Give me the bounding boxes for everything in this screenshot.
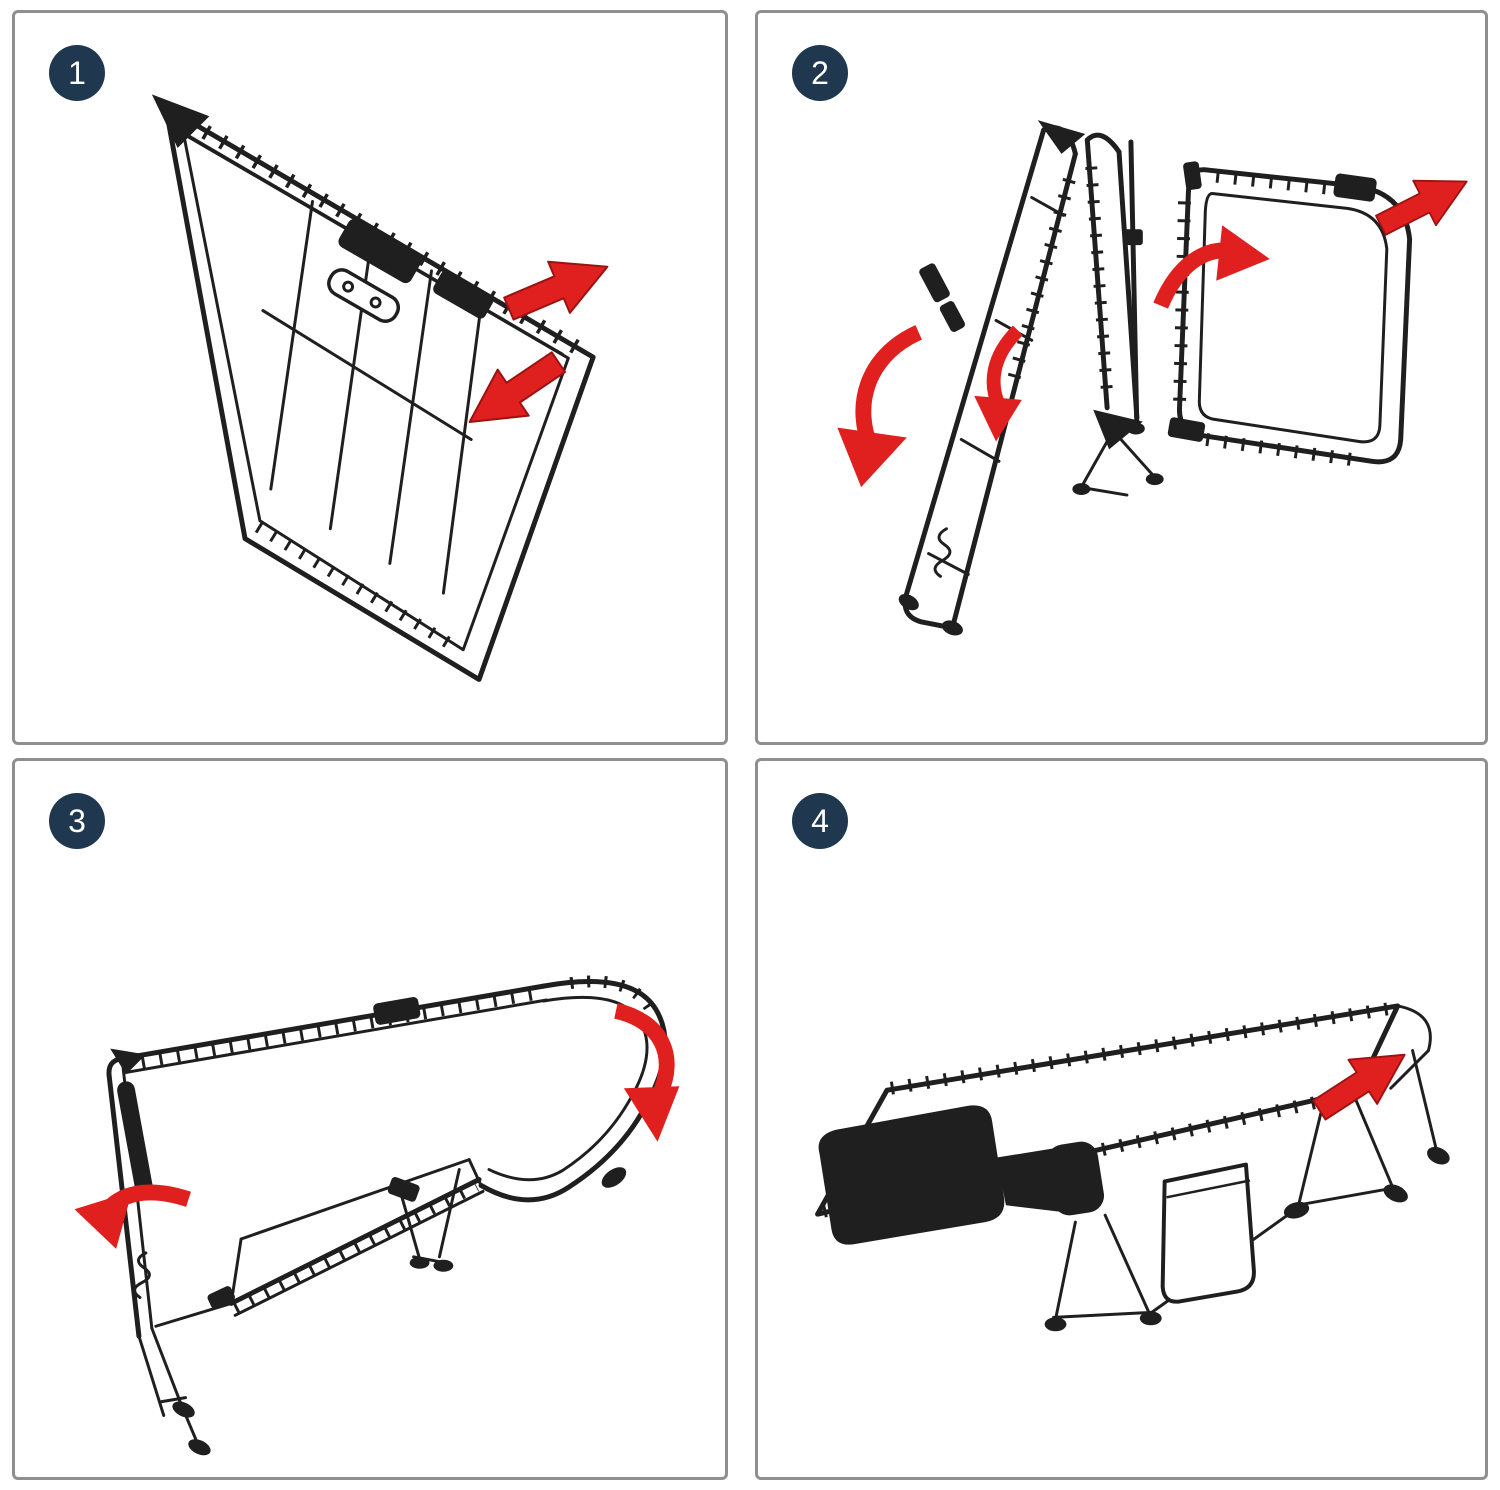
red-arrow-swing-up-right-icon [1153,225,1270,309]
red-arrow-fold-down-left-icon [974,325,1023,442]
step-panel-3: 3 [12,758,728,1480]
lacing-ticks [122,985,542,1072]
red-arrow-unfold-right-down-icon [613,1003,680,1142]
step-number-badge: 1 [49,45,105,101]
lacing-ticks [1215,170,1346,197]
step-panel-4: 4 [755,758,1488,1480]
step-panel-2: 2 [755,10,1488,745]
red-arrow-open-right-icon [503,260,609,321]
step-number: 2 [811,55,829,91]
red-arrow-unfold-left-icon [74,1184,191,1249]
red-arrow-fold-left-icon [837,325,923,488]
foot-caps [1044,1146,1450,1332]
hinge-hardware [110,996,627,1456]
red-arrow-open-up-right-icon [1375,179,1468,236]
cot-frame [106,979,668,1445]
lacing-ticks [1007,177,1076,380]
step-4-illustration-assembled-cot [815,1001,1450,1332]
step-number: 3 [68,803,86,839]
side-pocket [1160,1162,1256,1304]
lacing-ticks [254,521,460,653]
step-number: 1 [68,55,86,91]
headrest-pillow [818,1105,1105,1245]
lacing-ticks [569,975,657,1015]
lacing-ticks [167,105,592,361]
lacing-ticks [232,1179,480,1315]
hinge-plate [327,268,401,323]
step-2-illustration-unfolding [837,120,1468,636]
step-3-illustration-legs-unfold [74,975,680,1456]
step-number-badge: 4 [792,793,848,849]
red-arrow-open-down-left-icon [468,351,567,424]
hinge-hardware [151,94,494,319]
unfolding-cot-frame [902,125,1413,631]
step-number: 4 [811,803,829,839]
red-arrow-lock-up-right-icon [1312,1053,1406,1121]
hinge-hardware [898,120,1377,636]
step-number-badge: 3 [49,793,105,849]
grip-handle [117,1081,153,1197]
step-number-badge: 2 [792,45,848,101]
step-1-illustration-folded-cot [151,94,609,682]
step-panel-1: 1 [12,10,728,745]
